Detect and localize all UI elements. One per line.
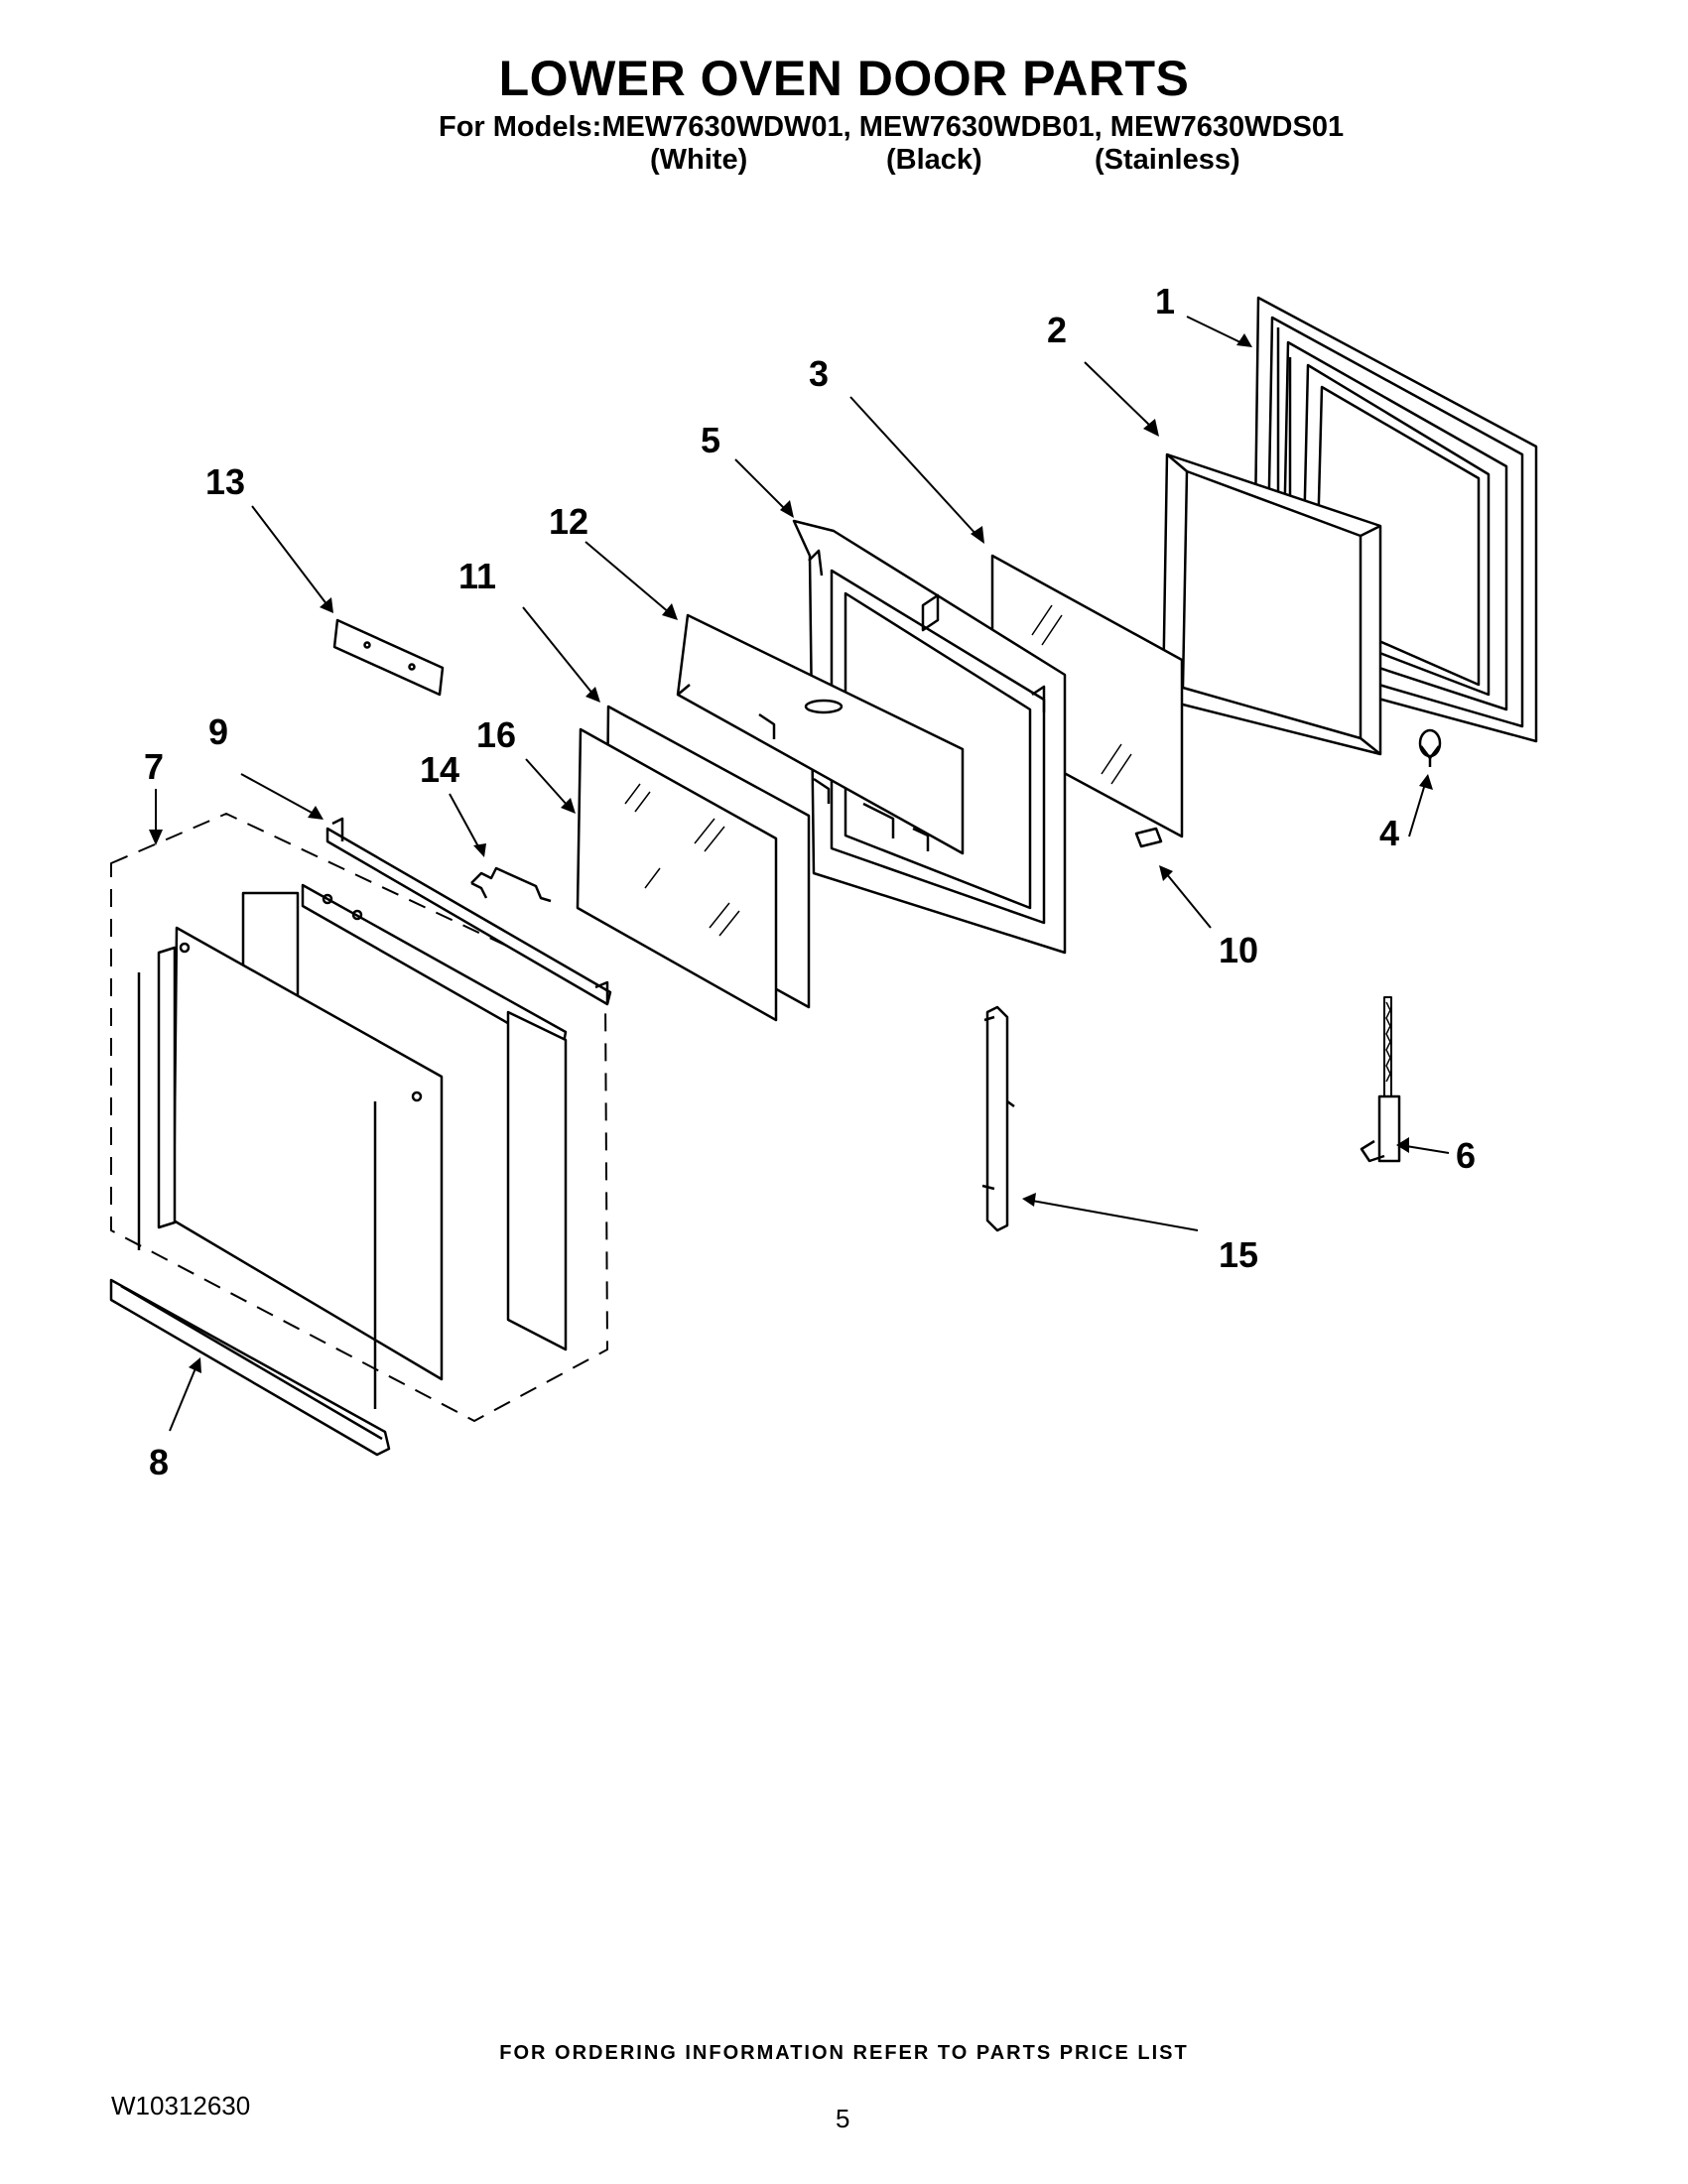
part-2-door-frame	[1161, 452, 1382, 756]
part-15-hinge	[981, 1005, 1015, 1232]
part-12-heat-shield	[676, 613, 965, 855]
callout-13: 13	[205, 461, 245, 502]
callout-16: 16	[476, 714, 516, 755]
callout-9: 9	[208, 711, 228, 752]
document-number: W10312630	[111, 2091, 251, 2120]
variant-black: (Black)	[886, 144, 982, 176]
part-6-hinge-receiver	[1360, 996, 1401, 1163]
part-16-front-glass	[576, 727, 778, 1022]
leader-lines	[155, 316, 1450, 1432]
callout-5: 5	[701, 420, 720, 460]
page-number: 5	[836, 2104, 850, 2133]
callout-3: 3	[809, 353, 829, 394]
part-9-top-channel	[325, 817, 612, 1006]
outer-door-panel	[137, 883, 568, 1409]
ordering-note: FOR ORDERING INFORMATION REFER TO PARTS …	[499, 2042, 1189, 2064]
models-line: For Models:MEW7630WDW01, MEW7630WDB01, M…	[439, 111, 1345, 143]
callout-4: 4	[1379, 813, 1399, 853]
part-14-spring-clip	[470, 866, 552, 903]
part-8-handle-trim	[109, 1278, 391, 1457]
part-13-bracket	[332, 618, 445, 697]
callout-10: 10	[1219, 930, 1258, 970]
callout-8: 8	[149, 1442, 169, 1482]
callout-14: 14	[420, 749, 459, 790]
variant-stainless: (Stainless)	[1095, 144, 1240, 176]
part-10-clip	[1134, 827, 1163, 848]
variant-white: (White)	[650, 144, 748, 176]
page-title: LOWER OVEN DOOR PARTS	[498, 51, 1190, 106]
callout-7: 7	[144, 746, 164, 787]
callout-15: 15	[1219, 1234, 1258, 1275]
part-4-screw	[1418, 728, 1442, 767]
callout-6: 6	[1456, 1135, 1476, 1176]
callout-11: 11	[458, 556, 496, 596]
callout-2: 2	[1047, 310, 1067, 350]
callout-12: 12	[549, 501, 588, 542]
leader-arrowheads	[149, 333, 1433, 1373]
part-7-outer-door-assembly	[110, 813, 608, 1422]
callout-1: 1	[1155, 281, 1175, 321]
